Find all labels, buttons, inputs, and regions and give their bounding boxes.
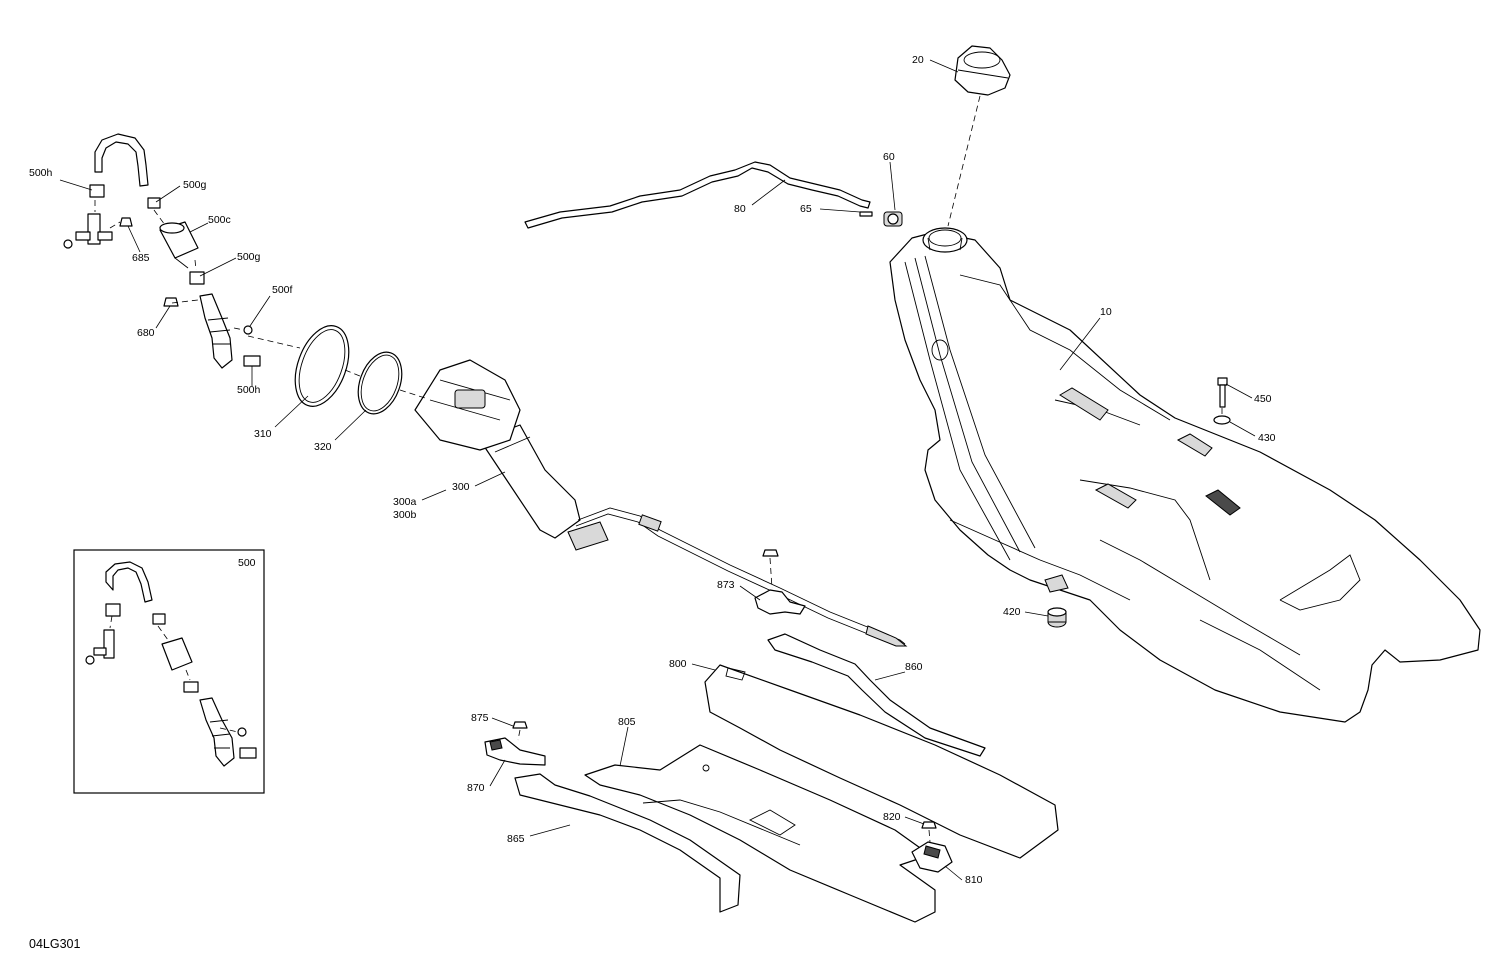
cap-axis-line <box>947 95 981 227</box>
oring-500f <box>243 325 253 335</box>
bracket-865 <box>514 773 741 913</box>
callout-10: 10 <box>1100 306 1112 318</box>
clamp-500g-top <box>147 197 161 209</box>
callout-450: 450 <box>1254 393 1272 405</box>
filter-hose-top <box>94 133 149 187</box>
callout-875: 875 <box>471 712 489 724</box>
fuel-cap <box>954 45 1011 96</box>
clamp-500h-top <box>89 184 105 198</box>
callout-685: 685 <box>132 252 150 264</box>
clamp-500h-bot <box>243 355 261 367</box>
inset-filter-kit <box>85 561 257 767</box>
callout-860: 860 <box>905 661 923 673</box>
inset-label: 500 <box>238 557 256 569</box>
callout-500f: 500f <box>272 284 293 296</box>
callout-320: 320 <box>314 441 332 453</box>
callout-80: 80 <box>734 203 746 215</box>
screw-450 <box>1217 377 1228 408</box>
callout-300: 300 <box>452 481 470 493</box>
inset-box-500 <box>73 549 265 794</box>
callout-500h-bot: 500h <box>237 384 261 396</box>
fuel-tank <box>889 227 1481 723</box>
callout-310: 310 <box>254 428 272 440</box>
vent-fitting <box>883 211 903 227</box>
callout-500g-top: 500g <box>183 179 207 191</box>
washer-left <box>63 239 73 249</box>
callout-500c: 500c <box>208 214 231 226</box>
vent-hose <box>524 161 871 229</box>
callout-430: 430 <box>1258 432 1276 444</box>
fitting-680 <box>163 297 179 307</box>
heat-shield-805 <box>584 744 936 923</box>
vent-clip <box>859 211 873 217</box>
callout-810: 810 <box>965 874 983 886</box>
callout-805: 805 <box>618 716 636 728</box>
figure-code: 04LG301 <box>29 937 80 951</box>
callout-300b: 300b <box>393 509 417 521</box>
washer-430 <box>1213 415 1231 425</box>
fuel-filter-500c <box>159 221 199 269</box>
callout-420: 420 <box>1003 606 1021 618</box>
clip-873 <box>754 589 806 615</box>
callout-820: 820 <box>883 811 901 823</box>
callout-680: 680 <box>137 327 155 339</box>
callout-300a: 300a <box>393 496 417 508</box>
callout-800: 800 <box>669 658 687 670</box>
callout-865: 865 <box>507 833 525 845</box>
filter-hose-lower <box>199 293 233 369</box>
callout-65: 65 <box>800 203 812 215</box>
screw-875 <box>512 721 528 729</box>
screw-820 <box>921 821 937 829</box>
fuel-pump <box>414 359 908 647</box>
callout-500g-mid: 500g <box>237 251 261 263</box>
grommet-420 <box>1047 607 1067 628</box>
leader-lines <box>59 59 1256 881</box>
callout-500h-top: 500h <box>29 167 53 179</box>
callout-labels: 20 60 65 80 10 450 430 420 500h 500g 500… <box>29 54 1276 951</box>
callout-873: 873 <box>717 579 735 591</box>
clip-810 <box>911 841 953 873</box>
callout-20: 20 <box>912 54 924 66</box>
screw-685 <box>119 217 133 227</box>
callout-60: 60 <box>883 151 895 163</box>
heat-shield-800 <box>704 664 1059 859</box>
clip-870 <box>484 737 546 766</box>
clamp-500g-mid <box>189 271 205 285</box>
t-fitting-left <box>75 213 113 245</box>
bracket-860 <box>767 633 986 757</box>
lock-ring-310 <box>294 325 350 407</box>
screw-873-head <box>762 549 779 557</box>
callout-870: 870 <box>467 782 485 794</box>
